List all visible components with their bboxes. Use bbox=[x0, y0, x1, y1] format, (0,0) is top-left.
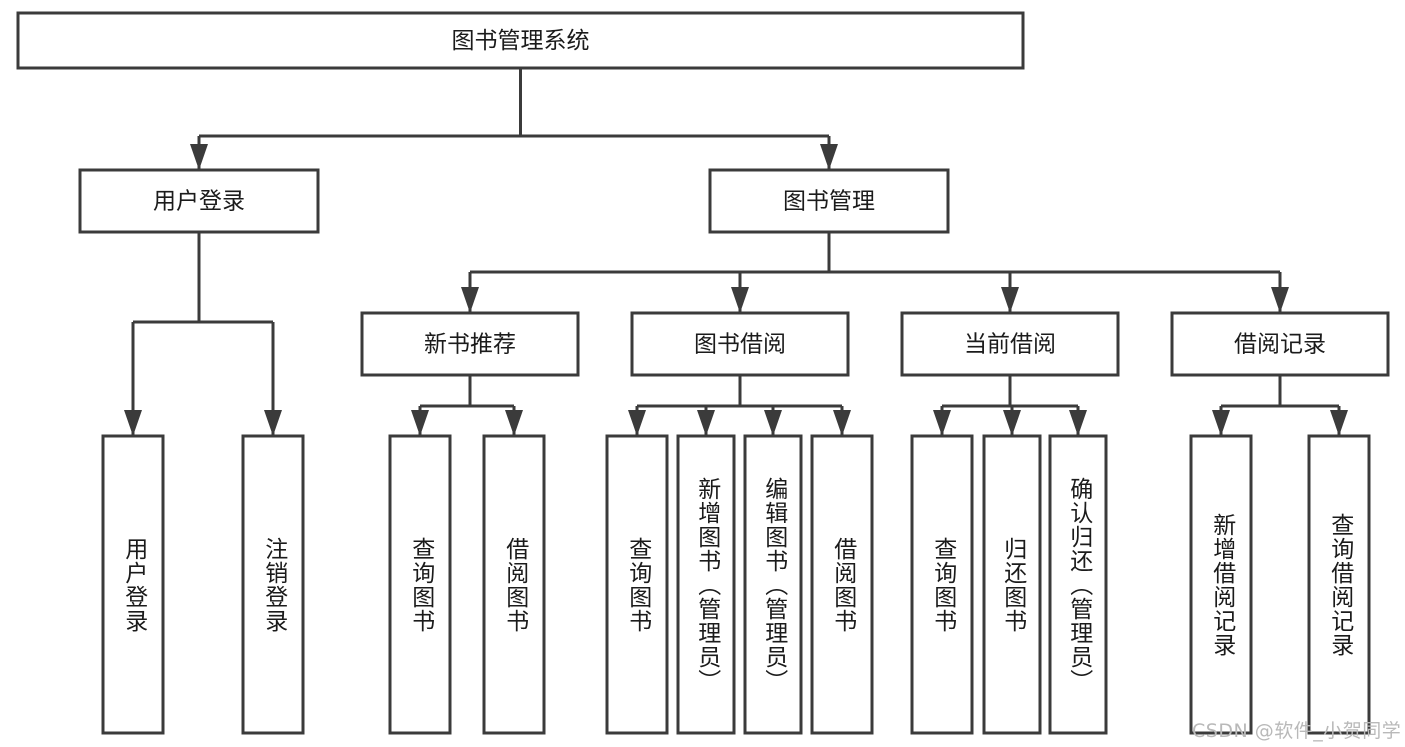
arrow-head-icon bbox=[1271, 287, 1289, 313]
node-box-leaf-2 bbox=[388, 434, 452, 735]
arrow-head-icon bbox=[933, 410, 951, 436]
node-boxes bbox=[16, 11, 1390, 735]
arrow-head-icon bbox=[1212, 410, 1230, 436]
arrow-head-icon bbox=[820, 144, 838, 170]
arrow-head-icon bbox=[1003, 410, 1021, 436]
node-box-leaf-1 bbox=[241, 434, 305, 735]
node-label-level3-0: 新书推荐 bbox=[424, 332, 516, 358]
node-label-level2-1: 图书管理 bbox=[783, 189, 875, 215]
arrow-head-icon bbox=[1069, 410, 1087, 436]
node-box-level3-2 bbox=[900, 311, 1120, 377]
node-box-leaf-0 bbox=[101, 434, 165, 735]
node-box-leaf-10 bbox=[1048, 434, 1108, 735]
node-label-level2-0: 用户登录 bbox=[153, 189, 245, 215]
node-label-level3-2: 当前借阅 bbox=[964, 332, 1056, 358]
arrow-head-icon bbox=[505, 410, 523, 436]
node-box-leaf-6 bbox=[743, 434, 803, 735]
arrow-head-icon bbox=[697, 410, 715, 436]
node-box-level2-1 bbox=[708, 168, 950, 234]
node-box-leaf-3 bbox=[482, 434, 546, 735]
arrow-head-icon bbox=[461, 287, 479, 313]
node-box-root bbox=[16, 11, 1025, 70]
node-box-leaf-12 bbox=[1307, 434, 1371, 735]
node-box-level3-3 bbox=[1170, 311, 1390, 377]
node-box-leaf-8 bbox=[910, 434, 974, 735]
arrow-head-icon bbox=[411, 410, 429, 436]
node-box-level3-1 bbox=[630, 311, 850, 377]
node-box-leaf-9 bbox=[982, 434, 1042, 735]
node-label-level3-1: 图书借阅 bbox=[694, 332, 786, 358]
node-label-level3-3: 借阅记录 bbox=[1234, 332, 1326, 358]
node-box-leaf-11 bbox=[1189, 434, 1253, 735]
arrow-head-icon bbox=[264, 410, 282, 436]
csdn-watermark: CSDN @软件_小贺同学 bbox=[1192, 720, 1402, 742]
node-box-level3-0 bbox=[360, 311, 580, 377]
arrow-head-icon bbox=[731, 287, 749, 313]
arrow-head-icon bbox=[833, 410, 851, 436]
node-box-leaf-4 bbox=[605, 434, 669, 735]
arrow-head-icon bbox=[1330, 410, 1348, 436]
arrow-head-icon bbox=[628, 410, 646, 436]
arrow-head-icon bbox=[190, 144, 208, 170]
arrow-head-icon bbox=[764, 410, 782, 436]
connector-lines bbox=[124, 68, 1348, 436]
arrow-head-icon bbox=[1001, 287, 1019, 313]
node-box-level2-0 bbox=[78, 168, 320, 234]
node-box-leaf-5 bbox=[676, 434, 736, 735]
node-box-leaf-7 bbox=[810, 434, 874, 735]
arrow-head-icon bbox=[124, 410, 142, 436]
node-label-root: 图书管理系统 bbox=[452, 28, 590, 54]
